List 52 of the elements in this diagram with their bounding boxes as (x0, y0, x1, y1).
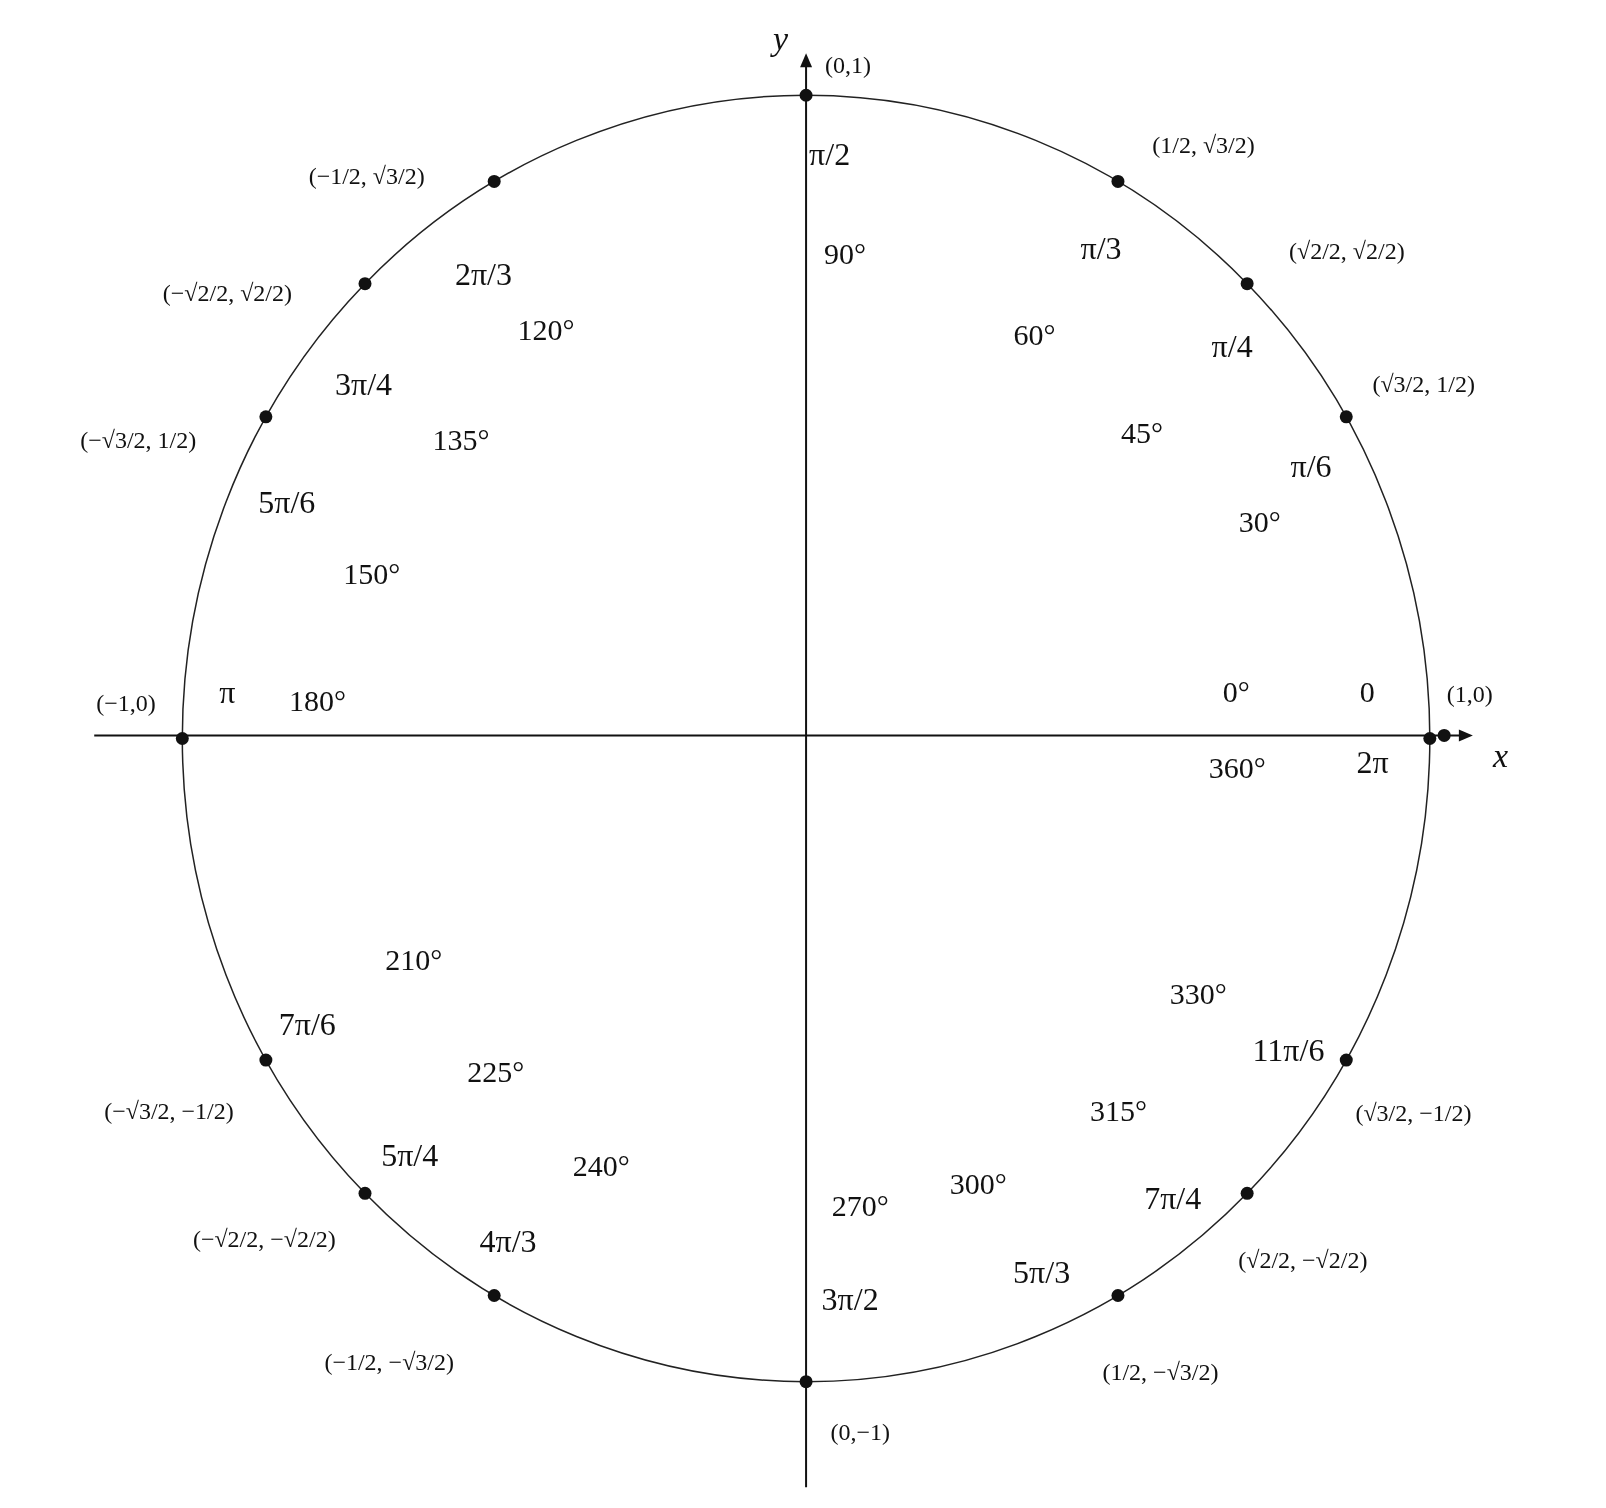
coordinate-label: (√2/2, √2/2) (1289, 238, 1405, 263)
angle-label: 11π/6 (1252, 1033, 1325, 1066)
angle-label: 150° (343, 558, 401, 589)
angle-label: 2π/3 (454, 258, 512, 291)
angle-label: 2π (1356, 746, 1389, 778)
coordinate-label: (−√2/2, −√2/2) (192, 1227, 336, 1252)
angle-label: 0 (1359, 677, 1375, 708)
axis-label: y (772, 21, 788, 56)
angle-label: 5π/4 (381, 1139, 439, 1172)
angle-label: 30° (1238, 507, 1281, 538)
angle-label: 135° (432, 425, 490, 456)
angle-label: 120° (517, 314, 575, 345)
angle-label: 45° (1121, 418, 1163, 449)
angle-label: 7π/6 (278, 1008, 336, 1041)
angle-label: π/4 (1211, 330, 1253, 363)
coordinate-label: (1/2, √3/2) (1152, 133, 1255, 158)
coordinate-label: (1,0) (1446, 682, 1493, 707)
angle-label: 0° (1222, 677, 1250, 708)
angle-label: 5π/3 (1013, 1256, 1071, 1289)
angle-label: 60° (1013, 319, 1056, 350)
coordinate-label: (√3/2, −1/2) (1355, 1101, 1472, 1126)
angle-label: π (219, 676, 236, 709)
angle-label: 315° (1089, 1096, 1147, 1127)
angle-label: 3π/4 (335, 368, 393, 401)
angle-label: π/6 (1290, 450, 1332, 482)
coordinate-label: (1/2, −√3/2) (1102, 1360, 1219, 1385)
angle-label: 300° (949, 1169, 1007, 1199)
angle-label: 360° (1208, 753, 1266, 784)
angle-label: π/3 (1080, 231, 1122, 264)
axis-label: x (1492, 738, 1509, 773)
angle-label: 240° (572, 1150, 630, 1181)
angle-label: 225° (467, 1057, 525, 1088)
coordinate-label: (0,1) (825, 52, 872, 77)
coordinate-label: (√3/2, 1/2) (1372, 372, 1475, 397)
angle-label: π/2 (809, 137, 851, 170)
angle-label: 210° (385, 944, 443, 975)
angle-label: 90° (824, 239, 866, 269)
angle-label: 270° (831, 1190, 889, 1221)
coordinate-label: (−1/2, −√3/2) (324, 1350, 454, 1375)
coordinate-label: (−√3/2, −1/2) (104, 1099, 234, 1124)
angle-label: 5π/6 (258, 485, 316, 518)
coordinate-label: (0,−1) (830, 1419, 891, 1444)
angle-label: 4π/3 (479, 1225, 537, 1258)
angle-label: 7π/4 (1144, 1182, 1202, 1215)
coordinate-label: (−√3/2, 1/2) (80, 428, 197, 453)
angle-label: 180° (289, 685, 346, 716)
coordinate-label: (−√2/2, √2/2) (162, 280, 292, 305)
coordinate-label: (−1,0) (96, 690, 156, 715)
coordinate-label: (√2/2, −√2/2) (1238, 1247, 1368, 1272)
coordinate-label: (−1/2, √3/2) (308, 164, 425, 189)
angle-label: 3π/2 (821, 1282, 879, 1315)
angle-label: 330° (1169, 978, 1227, 1009)
